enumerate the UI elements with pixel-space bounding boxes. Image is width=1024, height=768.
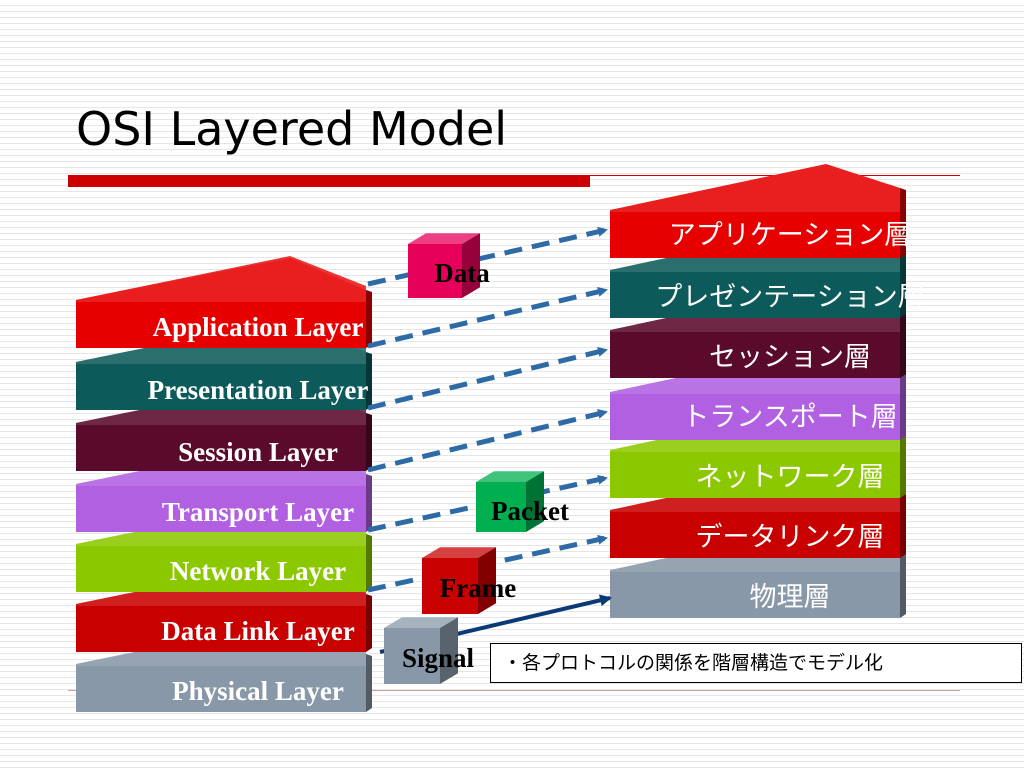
left-layer-5-edge: [366, 594, 372, 652]
unit-cube-3-top: [384, 617, 458, 628]
left-layer-0-front: [76, 302, 366, 348]
right-layer-0-front: [610, 212, 900, 258]
unit-cube-2: [422, 547, 496, 614]
unit-cube-2-top: [422, 547, 496, 558]
unit-cube-0-top: [408, 233, 480, 244]
left-layer-2-front: [76, 425, 366, 471]
left-layer-1-front: [76, 364, 366, 410]
left-layer-4-edge: [366, 534, 372, 592]
unit-cube-1-front: [476, 482, 526, 532]
unit-cube-2-side: [478, 547, 496, 614]
page-title: OSI Layered Model: [76, 102, 508, 156]
left-layer-3-front: [76, 486, 366, 532]
left-layer-5-front: [76, 606, 366, 652]
right-layer-0-edge: [900, 188, 906, 258]
unit-cube-0-front: [408, 244, 462, 298]
left-layer-4-front: [76, 546, 366, 592]
right-layer-4-front: [610, 452, 900, 498]
right-layer-6-edge: [900, 548, 906, 618]
left-layer-1-edge: [366, 352, 372, 410]
right-layer-3-edge: [900, 370, 906, 440]
layer-arrow-3: [367, 409, 608, 473]
left-layer-2-edge: [366, 413, 372, 471]
right-layer-6-front: [610, 572, 900, 618]
right-layer-1-front: [610, 272, 900, 318]
unit-cube-1: [476, 471, 544, 532]
right-layer-stack: アプリケーション層プレゼンテーション層セッション層トランスポート層ネットワーク層…: [610, 164, 925, 618]
right-layer-1-edge: [900, 248, 906, 318]
unit-cube-0-side: [462, 233, 480, 298]
left-layer-6-edge: [366, 654, 372, 712]
note-text: ・各プロトコルの関係を階層構造でモデル化: [503, 652, 884, 674]
title-underline-accent: [68, 175, 590, 187]
layer-arrow-1: [367, 286, 608, 349]
left-layer-0-roof: [76, 258, 366, 302]
unit-cube-1-side: [526, 471, 544, 532]
right-layer-5-front: [610, 512, 900, 558]
right-layer-4-edge: [900, 428, 906, 498]
layer-arrow-2: [367, 347, 608, 411]
unit-cube-3-front: [384, 628, 440, 684]
layer-arrow-0: [367, 226, 608, 287]
left-layer-3-edge: [366, 474, 372, 532]
unit-cube-2-front: [422, 558, 478, 614]
unit-cube-3-side: [440, 617, 458, 684]
unit-cube-3: [384, 617, 458, 684]
bottom-rule: [68, 690, 960, 691]
right-layer-2-edge: [900, 308, 906, 378]
unit-cube-1-top: [476, 471, 544, 482]
left-layer-0-edge: [366, 290, 372, 348]
note-box: ・各プロトコルの関係を階層構造でモデル化: [490, 643, 1022, 683]
right-layer-5-edge: [900, 488, 906, 558]
right-layer-3-front: [610, 394, 900, 440]
unit-cube-0: [408, 233, 480, 298]
right-layer-0-roof: [610, 164, 900, 212]
left-layer-6-front: [76, 666, 366, 712]
right-layer-2-front: [610, 332, 900, 378]
